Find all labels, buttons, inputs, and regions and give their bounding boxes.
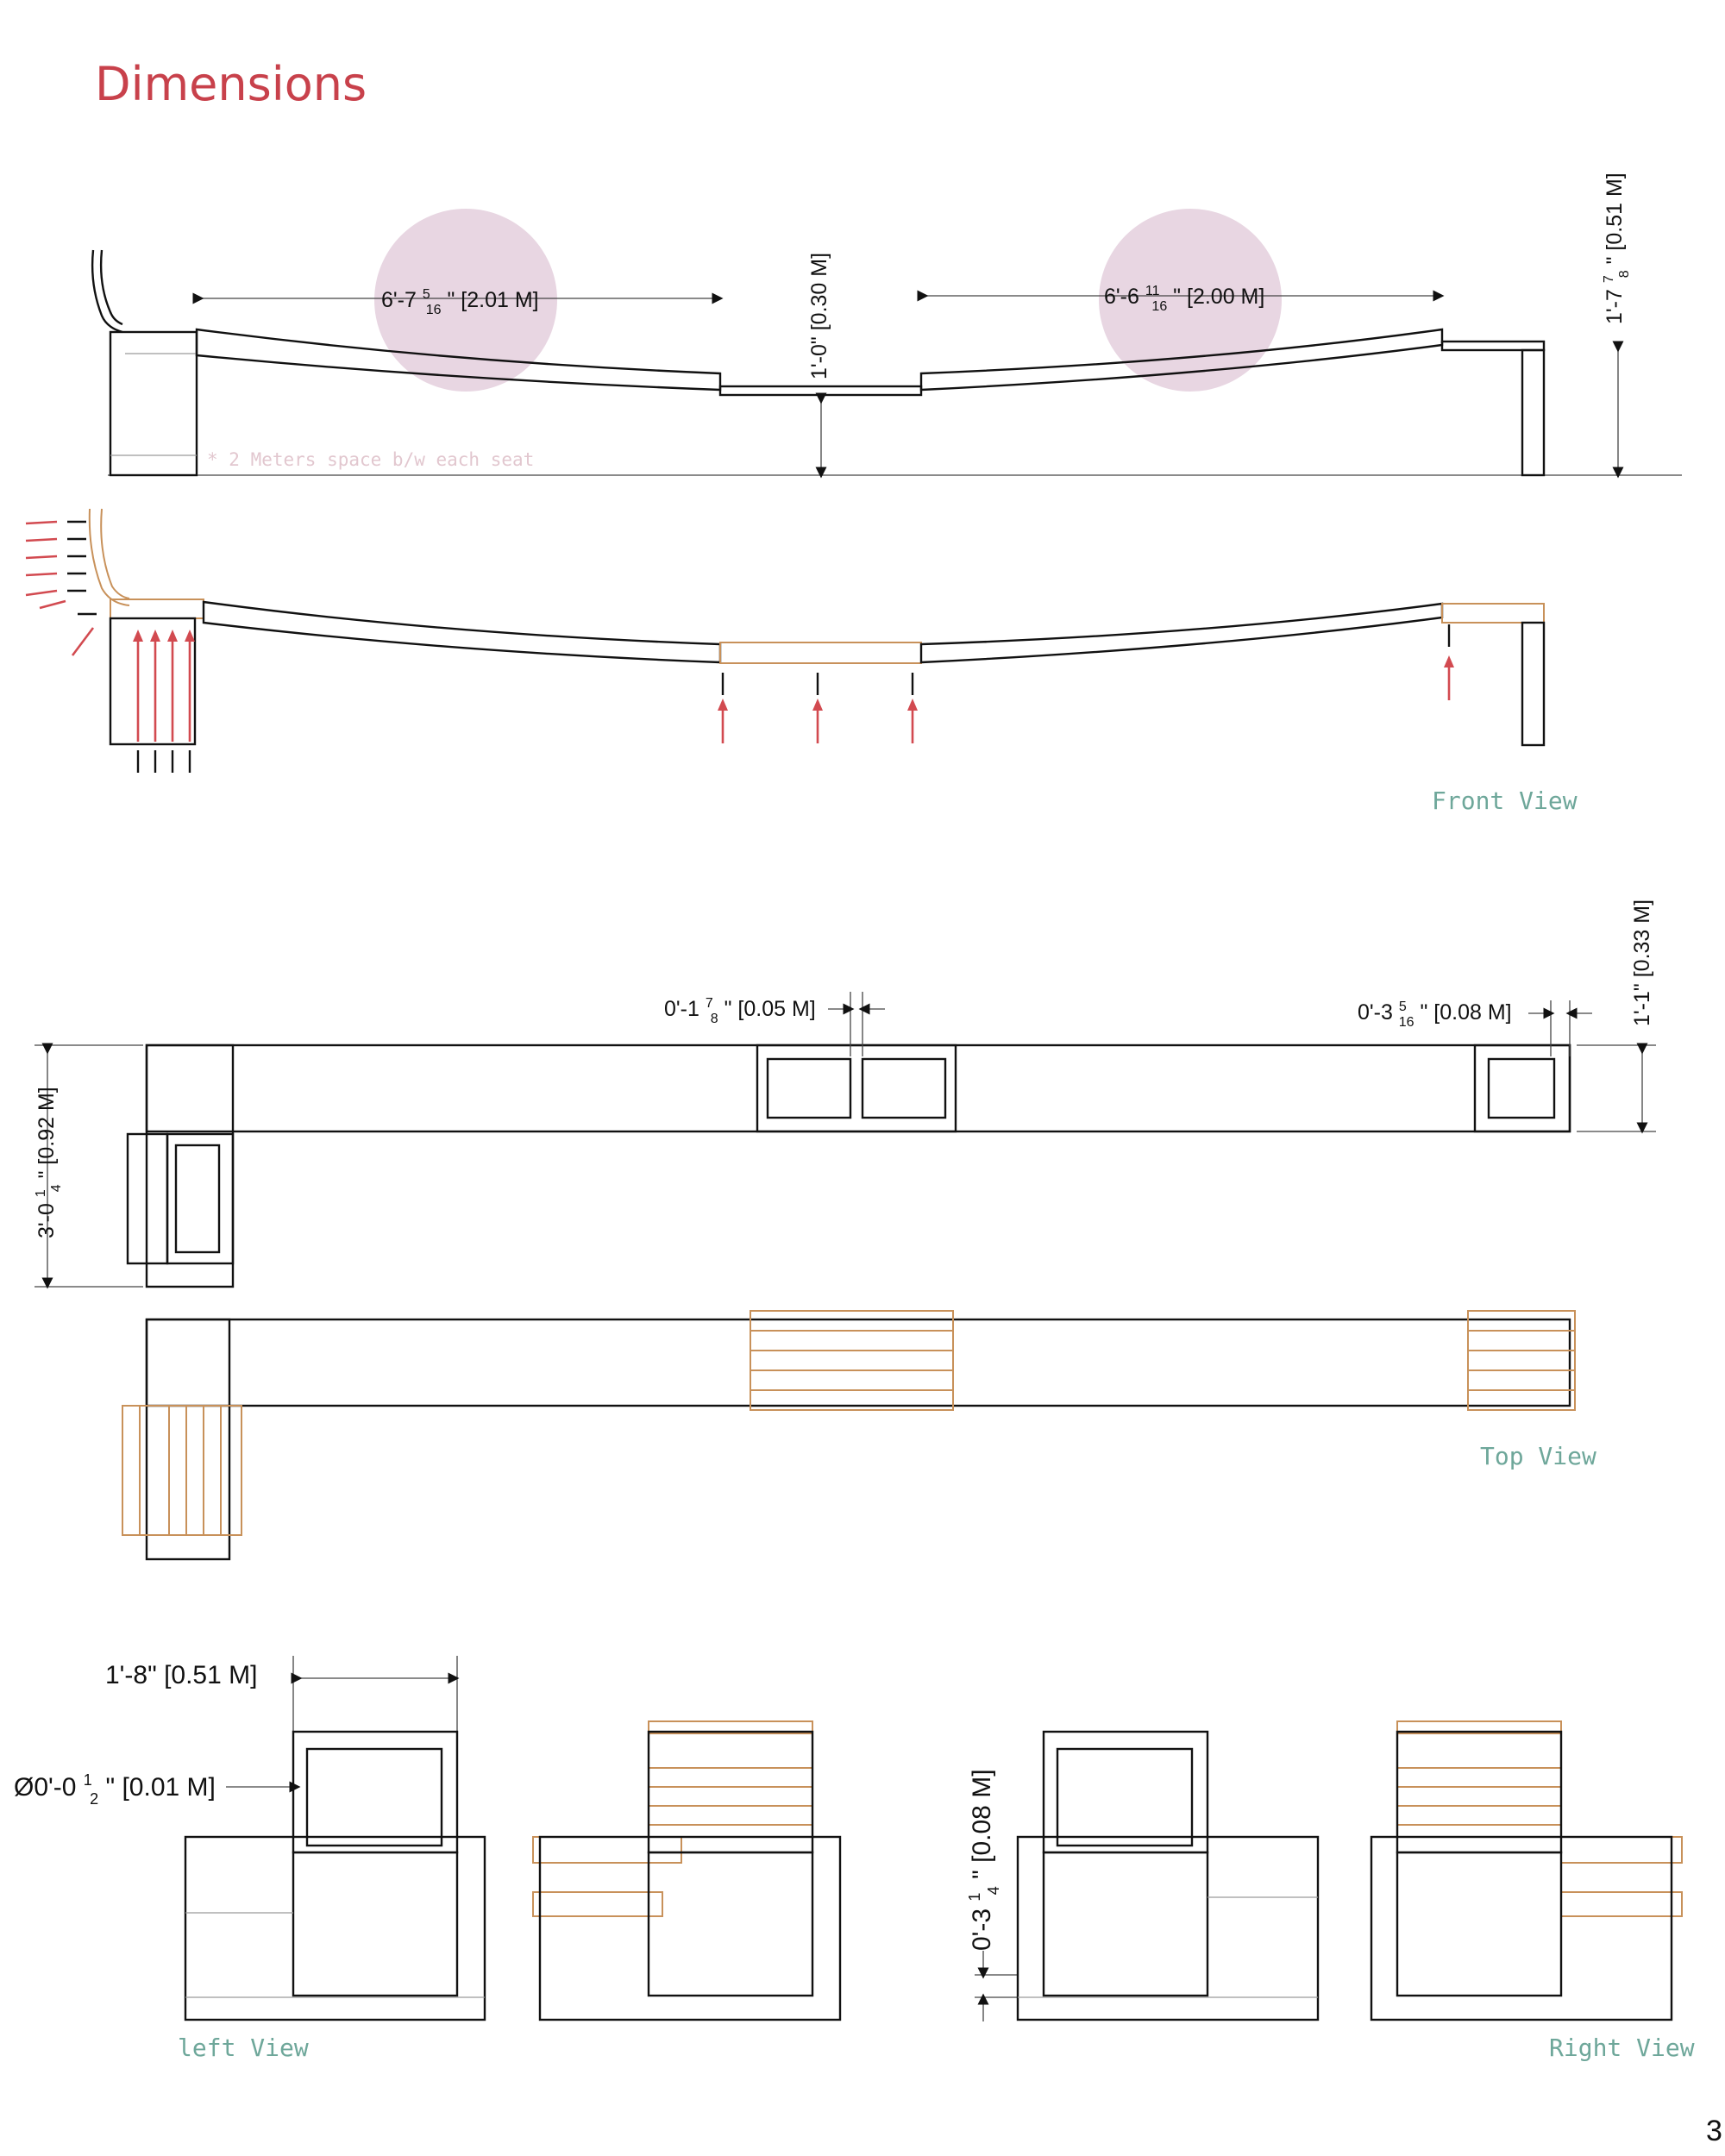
assembly-arrows <box>25 520 1454 743</box>
curved-seat-slab <box>195 328 1546 477</box>
front-view-label: Front View <box>1432 787 1578 815</box>
dim-right-span: 6'-6 11 16 " [2.00 M] <box>1104 276 1264 316</box>
right-view-group: 0'-3 1 4 " [0.08 M] Right View <box>957 1720 1695 2062</box>
page-number: 3 <box>1706 2115 1722 2147</box>
dim-module-width: 1'-8" [0.51 M] <box>105 1661 257 1689</box>
bolt-set <box>67 520 1451 773</box>
dim-center-height: 1'-0" [0.30 M] <box>807 253 831 379</box>
page-title: Dimensions <box>95 57 367 111</box>
left-view-group: 1'-8" [0.51 M] Ø0'-0 1 2 " [0.01 M] <box>14 1656 842 2062</box>
spacing-note: * 2 Meters space b/w each seat <box>207 449 534 470</box>
dim-end-height: 1'-7 7 8 " [0.51 M] <box>1594 172 1634 324</box>
dim-left-span: 6'-7 5 16 " [2.01 M] <box>381 279 539 319</box>
dim-bolt-diameter: Ø0'-0 1 2 " [0.01 M] <box>14 1763 216 1810</box>
top-view-dimensioned: 0'-1 7 8 " [0.05 M] 0'-3 5 16 " [0.08 M]… <box>26 899 1656 1289</box>
dim-slot-gap: 0'-1 7 8 " [0.05 M] <box>664 988 816 1028</box>
left-view-label: left View <box>178 2034 309 2062</box>
top-view-label: Top View <box>1480 1442 1596 1470</box>
right-view-label: Right View <box>1549 2034 1695 2062</box>
dim-end-offset: 0'-3 5 16 " [0.08 M] <box>1358 992 1512 1031</box>
front-view-assembly: Front View <box>25 508 1578 815</box>
dim-plinth-height: 0'-3 1 4 " [0.08 M] <box>957 1769 1005 1951</box>
dim-arm-depth: 3'-0 1 4 " [0.92 M] <box>26 1087 66 1238</box>
left-assembly-block <box>88 508 204 746</box>
top-view-assembly: Top View <box>122 1310 1596 1561</box>
front-view-dimensioned: 6'-7 5 16 " [2.01 M] 6'-6 11 16 " [2.00 … <box>91 172 1682 479</box>
dim-bench-width: 1'-1" [0.33 M] <box>1630 899 1654 1026</box>
left-backrest-block <box>91 249 198 477</box>
